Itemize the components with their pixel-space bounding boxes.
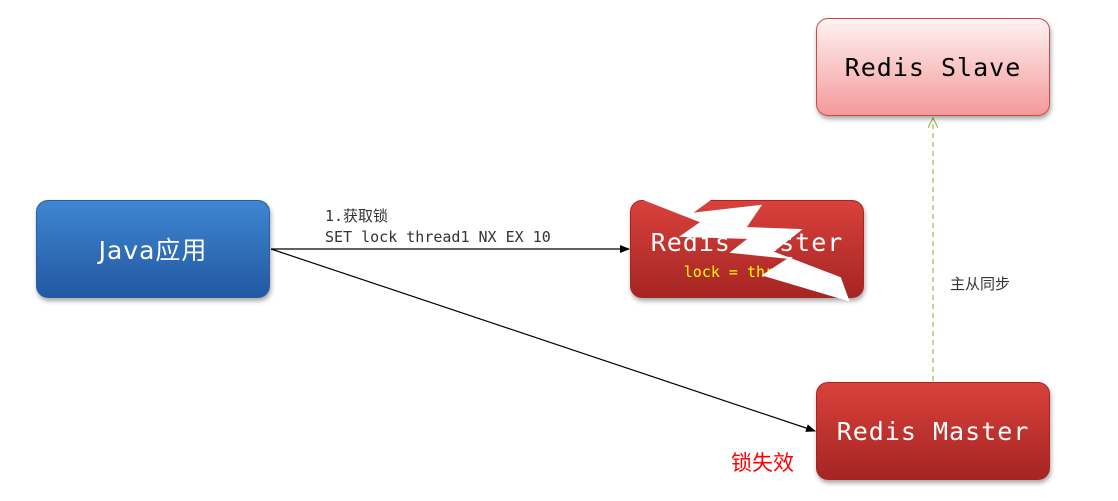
acquire-lock-command-text: SET lock thread1 NX EX 10: [325, 228, 551, 246]
sync-edge-label: 主从同步: [950, 275, 1011, 293]
acquire-lock-edge-label: 1.获取锁 SET lock thread1 NX EX 10: [325, 206, 551, 248]
redis-slave-node: Redis Slave: [816, 18, 1050, 116]
redis-master-2-node: Redis Master: [816, 382, 1050, 480]
acquire-lock-step-text: 1.获取锁: [325, 207, 389, 225]
redis-slave-label: Redis Slave: [844, 52, 1022, 82]
edge-java-to-master2: [270, 248, 816, 432]
java-app-label: Java应用: [98, 236, 208, 265]
java-app-node: Java应用: [36, 200, 270, 298]
redis-master-2-label: Redis Master: [836, 416, 1030, 446]
lock-invalid-label: 锁失效: [731, 451, 794, 475]
